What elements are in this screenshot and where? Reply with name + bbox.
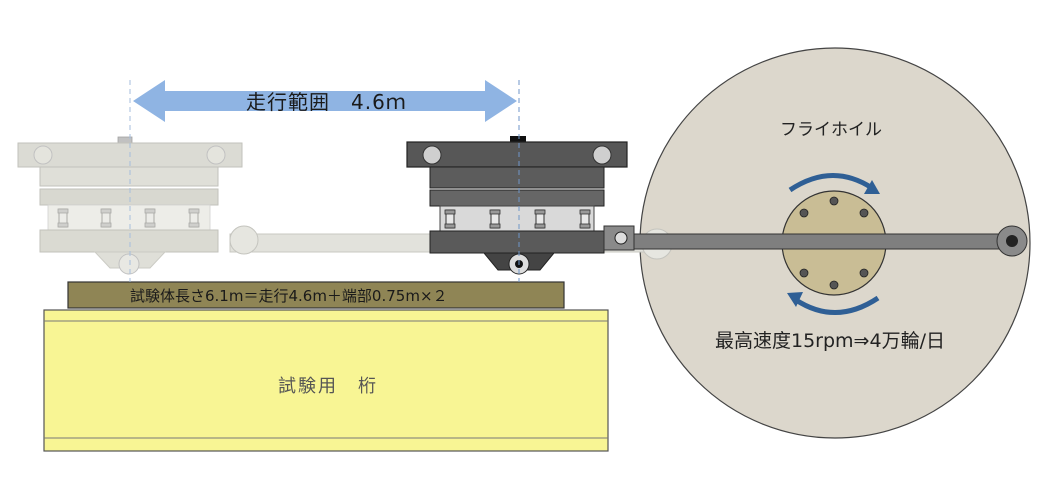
rotation-arrowhead-top-icon — [864, 180, 880, 194]
max-speed-label: 最高速度15rpm⇒4万輪/日 — [715, 330, 945, 352]
specimen-length-label: 試験体長さ6.1m＝走行4.6m＋端部0.75m×２ — [130, 287, 448, 305]
travel-range-arrow — [133, 80, 517, 122]
rotation-arrow-top — [788, 173, 874, 193]
hub-bolts — [788, 196, 880, 290]
test-girder — [43, 309, 609, 452]
rotation-arrowhead-bottom-icon — [787, 292, 803, 307]
connecting-rod — [603, 225, 1028, 257]
rotation-arrow-bottom — [794, 295, 880, 315]
carriage-main — [406, 80, 628, 282]
specimen-plate — [67, 281, 565, 309]
carriage-ghost-left — [17, 80, 243, 282]
girder-label: 試験用 桁 — [278, 376, 378, 397]
travel-range-label: 走行範囲 4.6ｍ — [246, 90, 407, 114]
sensor-tab — [510, 136, 526, 142]
flywheel-label: フライホイル — [780, 120, 882, 140]
